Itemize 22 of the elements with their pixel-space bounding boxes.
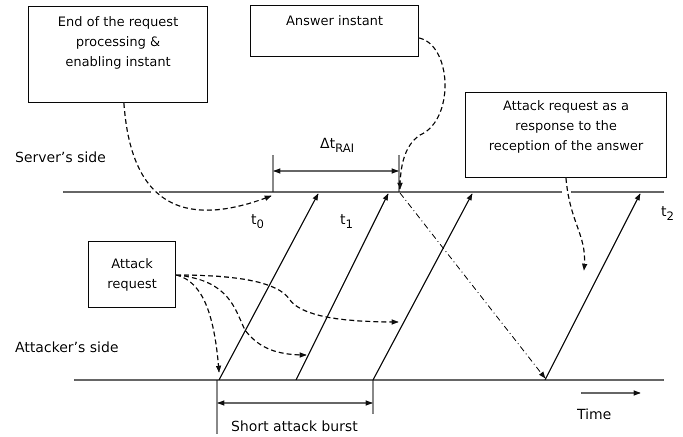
leader-line — [123, 102, 272, 211]
time-label: t$_{1}$ — [340, 212, 353, 231]
callout-text: Attack request — [106, 256, 158, 294]
side-label: Attacker’s side — [15, 340, 118, 356]
callout-text: End of the request processing & enabling instant — [56, 14, 180, 72]
callout-box — [465, 92, 667, 178]
time-label: t$_{2}$ — [661, 204, 674, 223]
side-label: Server’s side — [15, 150, 106, 166]
callout-box — [88, 241, 176, 308]
leader-line — [176, 274, 222, 373]
callout-box — [250, 5, 419, 57]
interval-label: Δt$_{RAI}$ — [320, 136, 354, 155]
leader-line — [565, 178, 588, 271]
callout-text: Attack request as a response to the reception of the answer — [488, 98, 644, 156]
leader-line — [397, 37, 446, 190]
dimension-label: Short attack burst — [231, 419, 358, 435]
leader-line — [176, 274, 399, 325]
leader-line — [176, 274, 307, 358]
callout-box — [28, 6, 208, 103]
axis-label: Time — [577, 407, 612, 423]
time-label: t$_{0}$ — [251, 212, 264, 231]
callout-text: Answer instant — [286, 13, 384, 31]
